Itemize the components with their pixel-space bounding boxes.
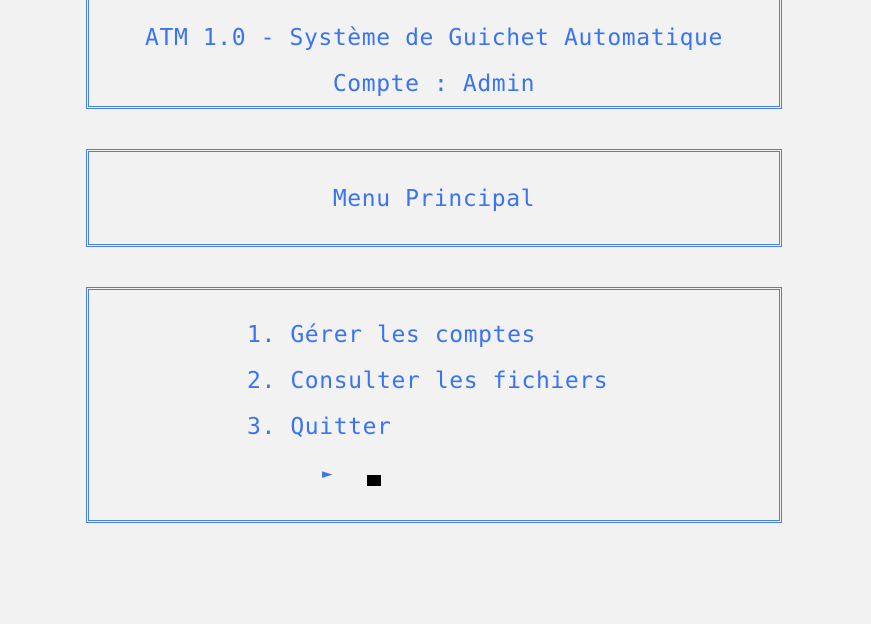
option-number: 2. [247, 368, 276, 394]
menu-option-manage-accounts[interactable]: 1. Gérer les comptes [247, 324, 536, 347]
app-title: ATM 1.0 - Système de Guichet Automatique [145, 25, 723, 51]
menu-title: Menu Principal [332, 186, 536, 212]
option-label: Quitter [290, 414, 392, 440]
menu-option-quit[interactable]: 3. Quitter [247, 416, 392, 439]
option-label: Gérer les comptes [290, 322, 536, 348]
account-line: Compte : Admin [89, 73, 779, 96]
account-label: Compte [332, 71, 420, 97]
header-panel: ATM 1.0 - Système de Guichet Automatique… [86, 0, 782, 109]
account-name: Admin [462, 71, 536, 97]
menu-title-panel: Menu Principal [86, 149, 782, 247]
menu-option-view-files[interactable]: 2. Consulter les fichiers [247, 370, 608, 393]
menu-options-panel: 1. Gérer les comptes 2. Consulter les fi… [86, 287, 782, 523]
option-label: Consulter les fichiers [290, 368, 609, 394]
account-separator: : [419, 71, 463, 97]
option-number: 3. [247, 414, 276, 440]
option-number: 1. [247, 322, 276, 348]
input-cursor[interactable] [367, 475, 381, 486]
prompt-arrow-icon: ► [322, 464, 333, 484]
